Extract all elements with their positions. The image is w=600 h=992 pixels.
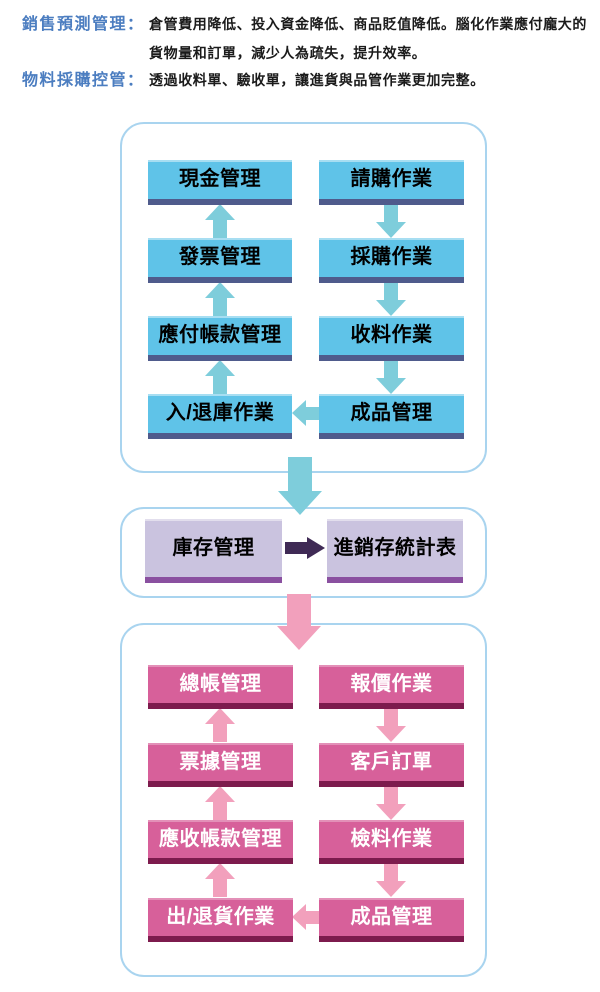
box-general-ledger: 總帳管理 bbox=[148, 665, 293, 709]
sales-forecast-line1: 倉管費用降低、投入資金降低、商品貶值降低。腦化作業應付龐大的 bbox=[149, 16, 587, 32]
up-arrow-icon bbox=[205, 708, 235, 742]
box-accounts-receivable-management: 應收帳款管理 bbox=[148, 820, 293, 864]
sales-forecast-description: 倉管費用降低、投入資金降低、商品貶值降低。腦化作業應付龐大的 貨物量和訂單，減少… bbox=[149, 10, 587, 68]
box-finished-goods-purchase: 成品管理 bbox=[319, 394, 464, 439]
box-quotation: 報價作業 bbox=[319, 665, 464, 709]
box-finished-goods-sales: 成品管理 bbox=[319, 898, 464, 942]
down-arrow-icon bbox=[376, 360, 406, 394]
box-inventory-management: 庫存管理 bbox=[145, 519, 282, 583]
box-stock-in-return: 入/退庫作業 bbox=[148, 394, 292, 439]
material-purchase-description: 透過收料單、驗收單，讓進貨與品管作業更加完整。 bbox=[149, 72, 485, 88]
down-arrow-icon bbox=[376, 786, 406, 820]
box-cash-management: 現金管理 bbox=[148, 160, 292, 205]
down-arrow-icon bbox=[376, 282, 406, 316]
up-arrow-icon bbox=[205, 204, 235, 238]
box-invoice-management: 發票管理 bbox=[148, 238, 292, 283]
left-arrow-icon bbox=[292, 400, 319, 426]
right-arrow-icon bbox=[285, 537, 325, 559]
down-arrow-icon bbox=[376, 204, 406, 238]
sales-forecast-line2: 貨物量和訂單，減少人為疏失，提升效率。 bbox=[149, 45, 427, 61]
up-arrow-icon bbox=[205, 786, 235, 820]
material-purchase-label: 物料採購控管： bbox=[22, 72, 145, 89]
left-arrow-icon bbox=[292, 904, 319, 930]
connector-arrow-bottom-icon bbox=[277, 594, 321, 650]
box-purchase-request: 請購作業 bbox=[319, 160, 464, 205]
box-notes-management: 票據管理 bbox=[148, 743, 293, 787]
box-purchasing: 採購作業 bbox=[319, 238, 464, 283]
box-shipping-return: 出/退貨作業 bbox=[148, 898, 293, 942]
up-arrow-icon bbox=[205, 282, 235, 316]
up-arrow-icon bbox=[205, 360, 235, 394]
up-arrow-icon bbox=[205, 863, 235, 897]
box-material-receiving: 收料作業 bbox=[319, 316, 464, 361]
box-material-picking: 檢料作業 bbox=[319, 820, 464, 864]
box-inventory-stats-report: 進銷存統計表 bbox=[327, 519, 463, 583]
down-arrow-icon bbox=[376, 708, 406, 742]
down-arrow-icon bbox=[376, 863, 406, 897]
box-accounts-payable-management: 應付帳款管理 bbox=[148, 316, 292, 361]
connector-arrow-top-icon bbox=[278, 457, 322, 515]
box-customer-order: 客戶訂單 bbox=[319, 743, 464, 787]
sales-forecast-label: 銷售預測管理： bbox=[22, 16, 145, 33]
